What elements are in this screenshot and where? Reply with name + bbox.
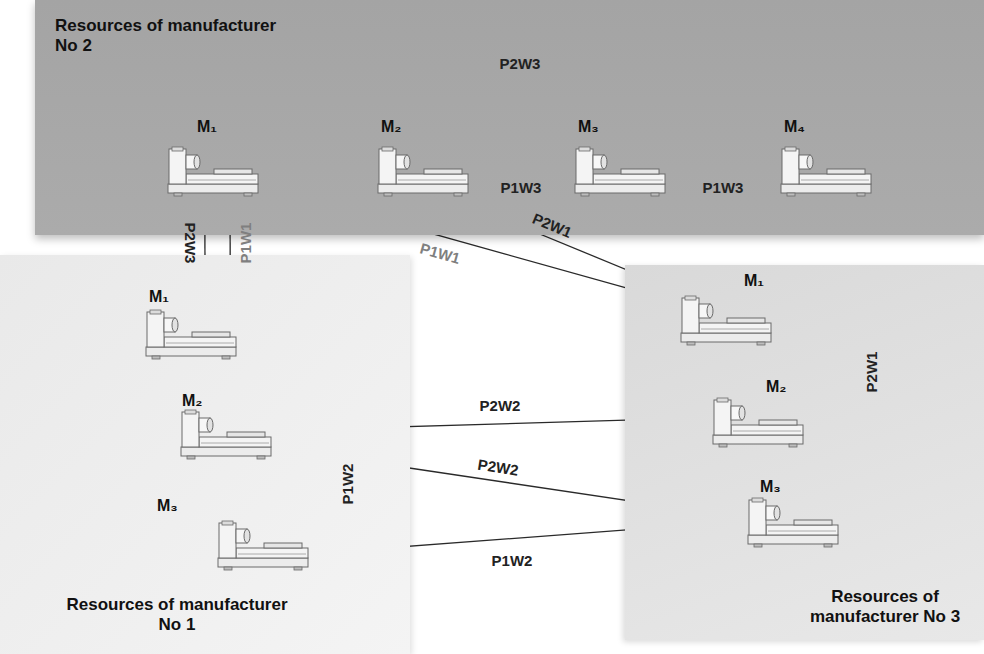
manufacturer-region: Resources of manufacturer No 2 M₁ M₂ M₃ M₄ [35,0,984,235]
route-label: P1W2 [340,464,357,505]
route-label: P1W3 [703,180,744,197]
lathe-icon [779,145,874,197]
route-label: P2W2 [480,398,521,415]
machine-label: M₂ [381,118,401,136]
machine-tool: M₁ [165,118,262,198]
machine-label: M₁ [149,288,169,306]
machine-label: M₂ [182,392,202,410]
route-label: P2W3 [500,56,541,73]
manufacturer-region: Resources of manufacturer No 3 M₁ M₂ M₃ [625,265,984,640]
lathe-icon [711,396,806,448]
machine-tool: M₄ [778,118,875,198]
machine-tool: M₁ [678,272,775,348]
lathe-icon [179,408,274,460]
route-label: P1W3 [501,180,542,197]
machine-tool: M₃ [572,118,669,198]
route-label: P2W2 [477,457,520,480]
machine-tool: M₂ [178,392,275,462]
lathe-icon [376,145,471,197]
machine-label: M₁ [197,118,217,136]
machine-label: M₃ [578,118,599,136]
machine-tool: M₂ [710,378,807,450]
machine-tool: M₂ [375,118,472,198]
route-label: P2W1 [864,352,881,393]
machine-tool: M₃ [155,495,313,573]
route-label: P1W1 [238,223,255,264]
lathe-icon [746,496,841,548]
region-title: Resources of manufacturer No 2 [55,16,285,57]
region-title: Resources of manufacturer No 1 [62,595,292,636]
route-label: P2W3 [182,223,199,264]
machine-label: M₂ [766,378,786,396]
lathe-icon [216,519,311,571]
machine-label: M₁ [744,272,764,290]
lathe-icon [679,294,774,346]
machine-tool: M₁ [143,288,240,362]
lathe-icon [573,145,668,197]
manufacturer-region: Resources of manufacturer No 1 M₁ M₂ M₃ [0,255,410,654]
lathe-icon [166,145,261,197]
route-label: P1W1 [418,241,462,268]
machine-label: M₃ [760,478,781,496]
lathe-icon [144,308,239,360]
route-label: P1W2 [492,553,533,570]
region-title: Resources of manufacturer No 3 [795,587,975,628]
machine-label: M₃ [157,497,178,515]
machine-tool: M₃ [742,478,842,550]
machine-label: M₄ [784,118,805,136]
